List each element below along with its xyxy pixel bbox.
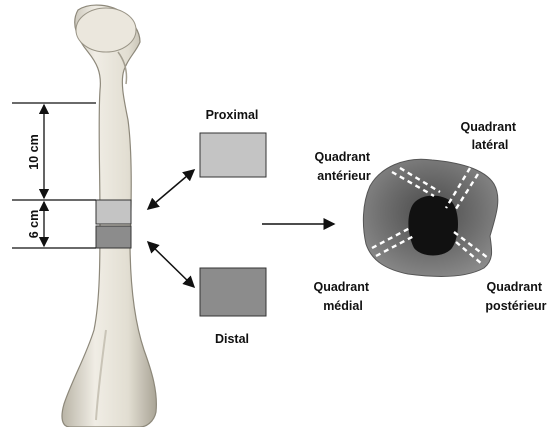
proximal-sample-box — [200, 133, 266, 177]
distal-label: Distal — [215, 332, 249, 346]
measurement-guides — [12, 103, 96, 248]
proximal-label: Proximal — [206, 108, 259, 122]
bone-cross-section — [363, 159, 497, 276]
measurement-10cm: 10 cm — [27, 134, 41, 169]
arrow-to-distal — [148, 242, 194, 287]
arrow-to-proximal — [148, 170, 194, 209]
distal-sample-box — [200, 268, 266, 316]
distal-segment-on-bone — [96, 226, 131, 248]
quadrant-anterior-label: Quadrant antérieur — [314, 150, 373, 183]
measurement-6cm: 6 cm — [27, 210, 41, 239]
quadrant-lateral-label: Quadrant latéral — [460, 120, 519, 152]
proximal-segment-on-bone — [96, 200, 131, 224]
quadrant-medial-label: Quadrant médial — [313, 280, 372, 313]
quadrant-posterior-label: Quadrant postérieur — [485, 280, 546, 313]
